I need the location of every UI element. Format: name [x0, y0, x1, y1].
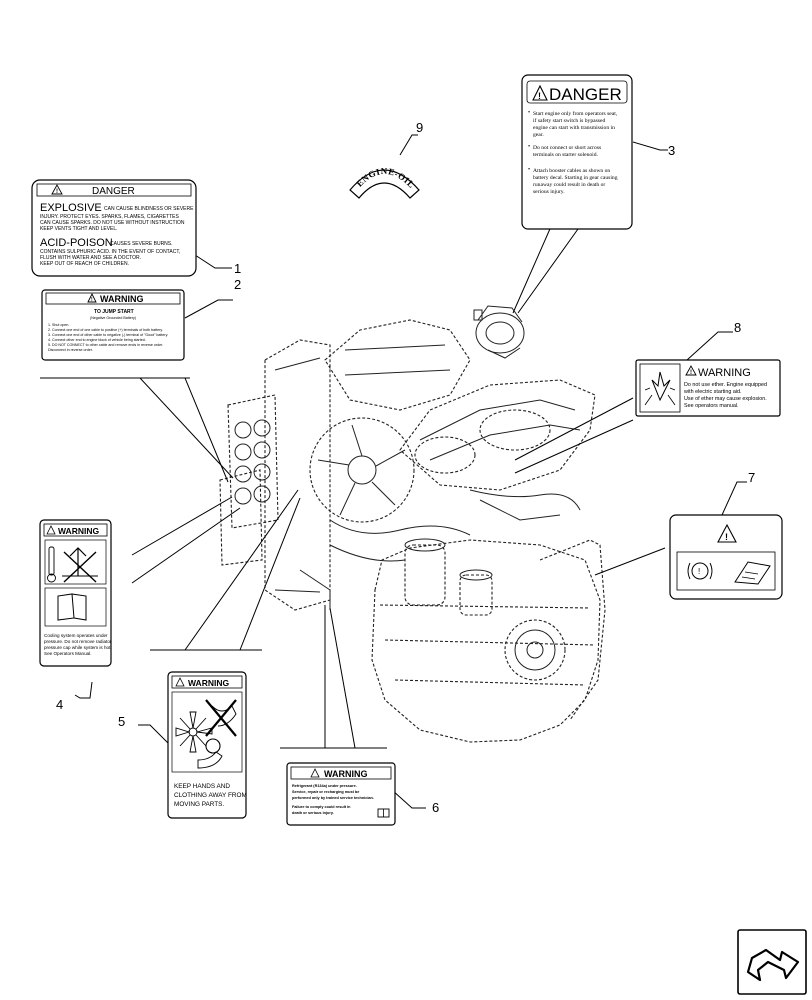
- alternator: [473, 305, 525, 359]
- callout-numbers: 1 2 3 4 5 6 7 8 9: [56, 120, 755, 815]
- decal2-subtitle: (Negative Grounded Battery): [90, 316, 136, 320]
- callout-8: 8: [734, 320, 741, 335]
- decal-2-warning-jump-start: ! WARNING TO JUMP START (Negative Ground…: [41, 289, 185, 361]
- svg-text:!: !: [690, 370, 692, 376]
- decal3-header: DANGER: [549, 85, 622, 104]
- warning-triangle-icon: [310, 768, 320, 778]
- decal-4-warning-coolant: WARNING Cooling system operates under pr…: [39, 519, 112, 667]
- flame-icon: [644, 371, 676, 406]
- svg-text:!: !: [91, 297, 93, 303]
- decal2-line1: 2. Connect one end of one cable to posit…: [48, 328, 163, 332]
- decal1-acid: ACID-POISON: [40, 237, 113, 249]
- decal2-line3: 4. Connect other end to engine block of …: [48, 338, 146, 342]
- svg-text:•: •: [528, 144, 530, 150]
- decal8-header: WARNING: [698, 367, 751, 379]
- decal8-line1: with electric starting aid.: [683, 389, 742, 395]
- engine-illustration: [219, 305, 606, 743]
- decal3-item2-line3: serious injury.: [533, 189, 565, 195]
- warning-triangle-icon: [46, 525, 56, 535]
- decal5-line0: KEEP HANDS AND: [174, 783, 230, 790]
- decal-7-pictorial-warning: ! !: [669, 514, 783, 600]
- decal1-acid-line3: KEEP OUT OF REACH OF CHILDREN.: [40, 261, 129, 267]
- svg-text:!: !: [725, 532, 728, 542]
- decal6-line4: death or serious injury.: [292, 811, 334, 815]
- decal4-line2: pressure cap while system is hot.: [44, 645, 112, 650]
- callout-9: 9: [416, 120, 423, 135]
- manual-icon: [44, 587, 107, 627]
- decal6-header: WARNING: [324, 769, 368, 779]
- callout-7: 7: [748, 470, 755, 485]
- hot-radiator-icon: [44, 539, 107, 585]
- decal4-line3: See Operators Manual.: [44, 651, 92, 656]
- decal6-line2: performed only by trained service techni…: [292, 796, 374, 800]
- decal8-line0: Do not use ether. Engine equipped: [684, 382, 767, 388]
- svg-text:!: !: [56, 189, 58, 195]
- brake-icon: !: [687, 562, 713, 580]
- decal1-acid-line0: CAUSES SEVERE BURNS.: [110, 241, 173, 247]
- leader-lines: [40, 134, 747, 809]
- decal2-line5: Disconnect in reverse order.: [48, 348, 93, 352]
- decal1-ex-line1: INJURY. PROTECT EYES. SPARKS, FLAMES, CI…: [40, 214, 179, 220]
- decal6-line3: Failure to comply could result in: [292, 805, 351, 809]
- fan-hazard-icon: [171, 691, 243, 773]
- decal8-line2: Use of ether may cause explosion.: [684, 396, 767, 402]
- decal1-header: DANGER: [92, 186, 135, 197]
- callout-4: 4: [56, 697, 63, 712]
- decal-9-engine-oil: ENGINE-OIL: [349, 166, 420, 199]
- decal2-line4: 5. DO NOT CONNECT to other cable and rem…: [48, 343, 163, 347]
- warning-triangle-icon: !: [685, 365, 697, 376]
- decal4-header: WARNING: [58, 526, 99, 536]
- svg-text:•: •: [528, 110, 530, 116]
- manual-icon: [734, 561, 771, 585]
- decal1-acid-line1: CONTAINS SULPHURIC ACID. IN THE EVENT OF…: [40, 249, 180, 255]
- decal4-line0: Cooling system operates under: [44, 633, 108, 638]
- decal3-item0-line3: gear.: [533, 132, 544, 138]
- warning-triangle-icon: !: [532, 84, 548, 101]
- warning-triangle-icon: !: [87, 292, 97, 303]
- svg-text:•: •: [528, 167, 530, 173]
- decal3-item1-line1: terminals on starter solenoid.: [533, 152, 599, 158]
- decal3-item0-line2: engine can start with transmission in: [533, 125, 615, 131]
- decal5-line2: MOVING PARTS.: [174, 801, 224, 808]
- callout-2: 2: [234, 277, 241, 292]
- decal2-title: TO JUMP START: [94, 309, 134, 315]
- navigation-arrow-icon[interactable]: [737, 929, 807, 995]
- decal2-line2: 3. Connect one end of other cable to neg…: [48, 333, 168, 337]
- decal6-line1: Service, repair or recharging must be: [292, 790, 359, 794]
- warning-triangle-icon: [175, 677, 185, 687]
- book-icon: [377, 808, 390, 818]
- decal5-header: WARNING: [188, 678, 229, 688]
- callout-3: 3: [668, 143, 675, 158]
- decal3-item0-line0: Start engine only from operators seat,: [533, 110, 618, 117]
- decal-1-danger-battery: ! DANGER EXPLOSIVE CAN CAUSE BLINDNESS O…: [31, 179, 197, 277]
- decal3-item1-line0: Do not connect or short across: [533, 145, 601, 151]
- decal8-line3: See operators manual.: [684, 403, 739, 409]
- decal2-line0: 1. Shut open.: [48, 323, 69, 327]
- decal3-item2-line2: runaway could result in death or: [533, 182, 605, 188]
- callout-5: 5: [118, 714, 125, 729]
- decal-6-warning-refrigerant: WARNING Refrigerant (R134a) under pressu…: [286, 762, 396, 826]
- decal5-line1: CLOTHING AWAY FROM: [174, 792, 247, 799]
- decal1-acid-line2: FLUSH WITH WATER AND SEE A DOCTOR.: [40, 255, 141, 261]
- decal4-line1: pressure. Do not remove radiator: [44, 639, 112, 644]
- decal1-ex-line2: CAN CAUSE SPARKS. DO NOT USE WITHOUT INS…: [40, 220, 185, 226]
- decal-5-warning-fan: WARNING KEEP HANDS AND CLOTHING AWAY FRO…: [167, 671, 247, 819]
- callout-6: 6: [432, 800, 439, 815]
- warning-triangle-icon: !: [51, 184, 63, 195]
- decal1-explosive: EXPLOSIVE: [40, 202, 102, 214]
- decal-3-danger-starter: ! DANGER • Start engine only from operat…: [521, 74, 633, 230]
- decal3-item2-line0: Attach booster cables as shown on: [533, 168, 610, 174]
- decal-8-warning-ether: ! WARNING Do not use ether. Engine equip…: [635, 359, 781, 417]
- decal6-line0: Refrigerant (R134a) under pressure.: [292, 784, 357, 788]
- decal1-ex-line3: KEEP VENTS TIGHT AND LEVEL.: [40, 226, 118, 232]
- warning-triangle-icon: !: [717, 523, 737, 543]
- svg-text:!: !: [698, 567, 700, 576]
- decal3-item0-line1: if safety start switch is bypassed: [533, 117, 605, 124]
- svg-text:!: !: [538, 91, 541, 101]
- decal2-header: WARNING: [100, 294, 144, 304]
- decal3-item2-line1: battery decal. Starting in gear causing: [533, 175, 618, 181]
- decal1-ex-line0: CAN CAUSE BLINDNESS OR SEVERE: [104, 206, 194, 212]
- callout-1: 1: [234, 261, 241, 276]
